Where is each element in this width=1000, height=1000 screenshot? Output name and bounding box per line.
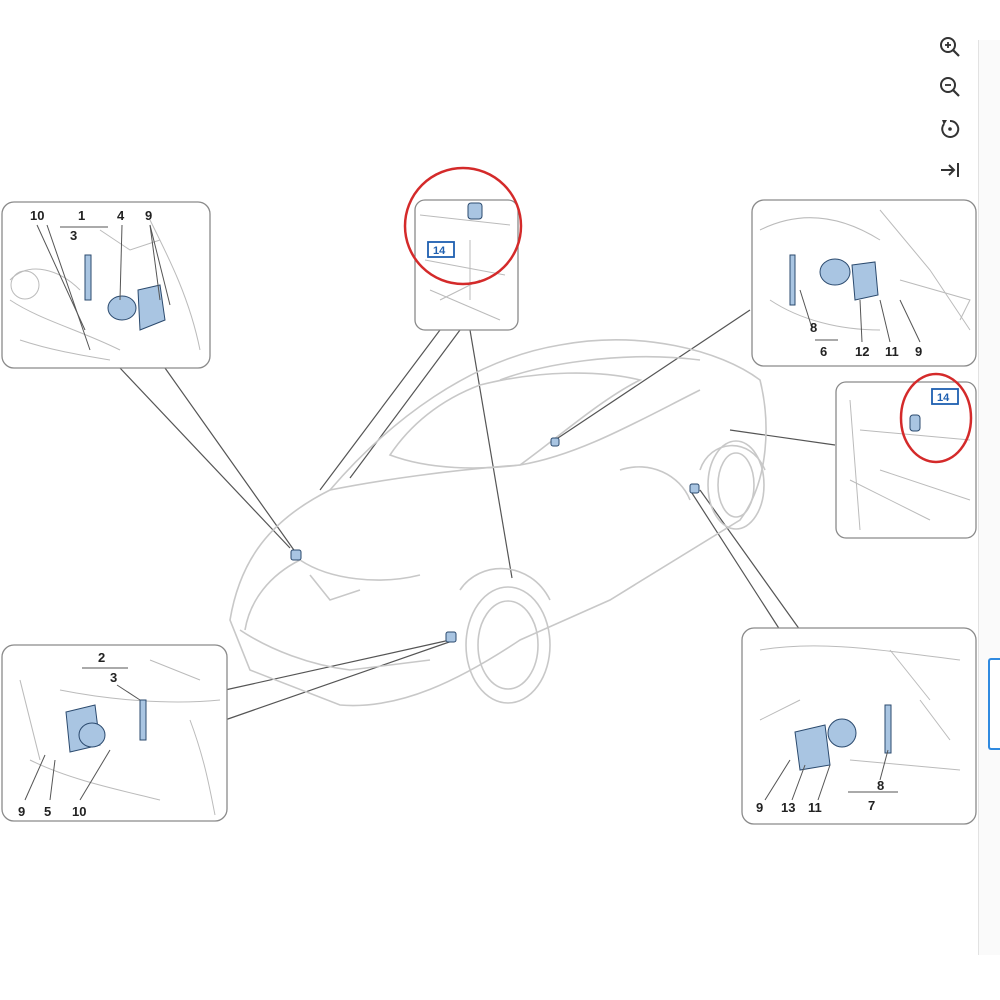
callout-rear-right-upper-1: 8 — [810, 320, 817, 335]
callout-rear-left-4: 8 — [877, 778, 884, 793]
callout-rear-right-upper-4: 11 — [885, 344, 899, 359]
callout-front-right-3: 9 — [18, 804, 25, 819]
panel-front-left[interactable]: 10 1 3 4 9 — [1, 201, 211, 369]
zoom-in-button[interactable] — [928, 30, 972, 64]
callout-front-right-1: 2 — [98, 650, 105, 665]
callout-front-left-2: 1 — [78, 208, 85, 223]
callout-rear-right-upper-2: 6 — [820, 344, 827, 359]
arrow-to-right-icon — [941, 163, 959, 177]
zoom-out-icon — [940, 77, 960, 97]
leader-lines — [119, 309, 836, 721]
panel-rear-right-upper[interactable]: 8 6 12 11 9 — [751, 199, 977, 367]
panel-rear-right-small[interactable]: 14 — [835, 372, 977, 539]
highlight-circle-top — [403, 166, 523, 286]
callout-rear-left-1: 9 — [756, 800, 763, 815]
callout-rear-right-upper-3: 12 — [855, 344, 869, 359]
callout-front-left-3: 3 — [70, 228, 77, 243]
callout-front-right-2: 3 — [110, 670, 117, 685]
scrollbar[interactable] — [978, 40, 1000, 955]
rotate-reset-icon — [941, 119, 960, 138]
panel-rear-left[interactable]: 9 13 11 8 7 — [741, 627, 977, 825]
callout-rear-left-3: 11 — [808, 800, 822, 815]
expand-panel-button[interactable] — [928, 153, 972, 187]
reset-view-button[interactable] — [928, 112, 972, 146]
highlight-circle-rear-right — [899, 372, 973, 464]
car-outline — [229, 339, 767, 707]
callout-front-right-5: 10 — [72, 804, 86, 819]
car-sensor-markers — [290, 437, 700, 643]
zoom-in-icon — [940, 37, 960, 57]
callout-rear-left-2: 13 — [781, 800, 795, 815]
panel-front-right[interactable]: 2 3 9 5 10 — [1, 644, 228, 822]
callout-front-left-5: 9 — [145, 208, 152, 223]
zoom-out-button[interactable] — [928, 70, 972, 104]
callout-front-left-4: 4 — [117, 208, 125, 223]
panel-top-sensor[interactable]: 14 — [403, 166, 523, 331]
callout-front-right-4: 5 — [44, 804, 51, 819]
callout-rear-left-5: 7 — [868, 798, 875, 813]
callout-front-left-1: 10 — [30, 208, 44, 223]
ref-label-top: 14 — [433, 245, 446, 257]
callout-rear-right-upper-5: 9 — [915, 344, 922, 359]
ref-label-rear-right: 14 — [937, 392, 950, 404]
side-panel-tab[interactable] — [988, 658, 1000, 750]
